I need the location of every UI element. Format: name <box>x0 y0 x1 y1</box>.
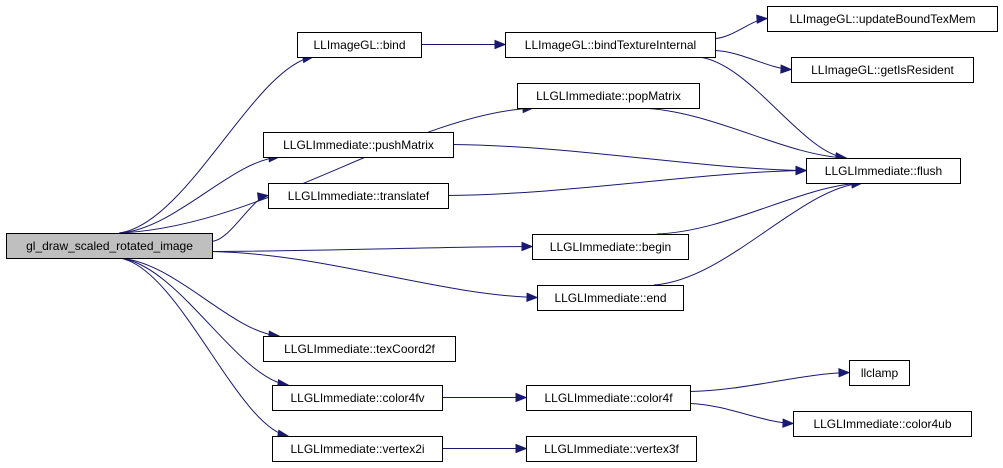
node-box[interactable] <box>793 411 972 437</box>
node-label: LLGLImmediate::vertex2i <box>290 442 424 456</box>
node-box[interactable] <box>849 360 910 386</box>
call-edge-arrowhead <box>256 192 270 202</box>
call-edge-arrowhead <box>795 165 808 176</box>
call-edge-root-vertex2i <box>119 257 289 437</box>
call-edge-color4f-color4ub <box>689 403 794 424</box>
node-box[interactable] <box>537 285 684 311</box>
node-translatef[interactable]: LLGLImmediate::translatef <box>268 183 449 209</box>
node-box[interactable] <box>532 234 689 260</box>
node-llclamp[interactable]: llclamp <box>849 360 910 386</box>
call-edge-color4f-llclamp <box>689 372 850 392</box>
call-edge-bindTex-isResident <box>714 50 792 70</box>
node-box[interactable] <box>526 385 691 411</box>
call-edge-translatef-flush <box>447 170 807 196</box>
node-label: LLGLImmediate::color4f <box>544 391 673 405</box>
node-label: LLGLImmediate::flush <box>825 164 942 178</box>
node-box[interactable] <box>806 158 961 184</box>
node-pushMatrix[interactable]: LLGLImmediate::pushMatrix <box>263 132 454 158</box>
node-label: LLGLImmediate::color4fv <box>290 391 424 405</box>
node-label: LLGLImmediate::end <box>554 291 666 305</box>
node-box[interactable] <box>263 336 456 362</box>
node-label: LLGLImmediate::pushMatrix <box>283 138 434 152</box>
node-box[interactable] <box>505 32 716 58</box>
call-edge-root-end <box>211 251 538 298</box>
call-edge-arrowhead <box>494 39 507 50</box>
node-box[interactable] <box>272 385 443 411</box>
node-vertex3f[interactable]: LLGLImmediate::vertex3f <box>526 436 697 462</box>
node-box[interactable] <box>767 6 998 32</box>
node-box[interactable] <box>272 436 443 462</box>
node-box[interactable] <box>268 183 449 209</box>
node-box[interactable] <box>297 32 422 58</box>
node-color4fv[interactable]: LLGLImmediate::color4fv <box>272 385 443 411</box>
call-edge-root-bind <box>119 56 314 234</box>
node-label: LLGLImmediate::popMatrix <box>536 89 681 103</box>
call-edge-arrowhead <box>838 367 851 378</box>
call-edge-root-pushMatrix <box>119 156 280 234</box>
node-label: llclamp <box>861 366 899 380</box>
call-edge-arrowhead <box>515 443 528 454</box>
call-edge-root-texCoord2f <box>119 257 280 337</box>
node-box[interactable] <box>517 83 700 109</box>
call-edge-arrowhead <box>521 241 534 252</box>
node-color4f[interactable]: LLGLImmediate::color4f <box>526 385 691 411</box>
node-popMatrix[interactable]: LLGLImmediate::popMatrix <box>517 83 700 109</box>
node-texCoord2f[interactable]: LLGLImmediate::texCoord2f <box>263 336 456 362</box>
node-color4ub[interactable]: LLGLImmediate::color4ub <box>793 411 972 437</box>
call-edge-arrowhead <box>756 14 769 24</box>
node-end[interactable]: LLGLImmediate::end <box>537 285 684 311</box>
node-bindTex[interactable]: LLImageGL::bindTextureInternal <box>505 32 716 58</box>
node-label: gl_draw_scaled_rotated_image <box>26 239 193 253</box>
node-label: LLGLImmediate::vertex3f <box>544 442 679 456</box>
call-edge-end-flush <box>653 182 863 286</box>
node-label: LLGLImmediate::color4ub <box>813 417 951 431</box>
node-label: LLGLImmediate::begin <box>550 240 671 254</box>
node-box[interactable] <box>526 436 697 462</box>
call-edge-pushMatrix-flush <box>452 144 807 171</box>
call-edge-begin-flush <box>656 182 863 235</box>
call-graph-edges <box>119 14 864 454</box>
call-edge-arrowhead <box>780 64 793 74</box>
node-isResident[interactable]: LLImageGL::getIsResident <box>791 57 974 83</box>
call-edge-arrowhead <box>526 292 539 302</box>
call-edge-bindTex-flush <box>698 56 847 159</box>
call-edge-root-popMatrix <box>119 107 534 234</box>
node-box <box>6 233 213 259</box>
node-flush[interactable]: LLGLImmediate::flush <box>806 158 961 184</box>
node-label: LLGLImmediate::translatef <box>288 189 430 203</box>
node-bind[interactable]: LLImageGL::bind <box>297 32 422 58</box>
call-edge-arrowhead <box>782 418 795 428</box>
node-box[interactable] <box>791 57 974 83</box>
node-box[interactable] <box>263 132 454 158</box>
node-label: LLGLImmediate::texCoord2f <box>284 342 435 356</box>
call-graph-nodes: gl_draw_scaled_rotated_image LLImageGL::b… <box>6 6 998 462</box>
node-label: LLImageGL::getIsResident <box>811 63 954 77</box>
call-edge-popMatrix-flush <box>640 107 847 159</box>
node-root: gl_draw_scaled_rotated_image <box>6 233 213 259</box>
call-edge-root-begin <box>211 246 533 252</box>
call-edge-root-color4fv <box>119 257 289 386</box>
call-edge-arrowhead <box>515 392 528 403</box>
node-label: LLImageGL::updateBoundTexMem <box>789 12 975 26</box>
node-label: LLImageGL::bind <box>313 38 405 52</box>
call-edge-root-translatef <box>211 195 269 242</box>
node-vertex2i[interactable]: LLGLImmediate::vertex2i <box>272 436 443 462</box>
node-updateBound[interactable]: LLImageGL::updateBoundTexMem <box>767 6 998 32</box>
node-label: LLImageGL::bindTextureInternal <box>525 38 696 52</box>
node-begin[interactable]: LLGLImmediate::begin <box>532 234 689 260</box>
